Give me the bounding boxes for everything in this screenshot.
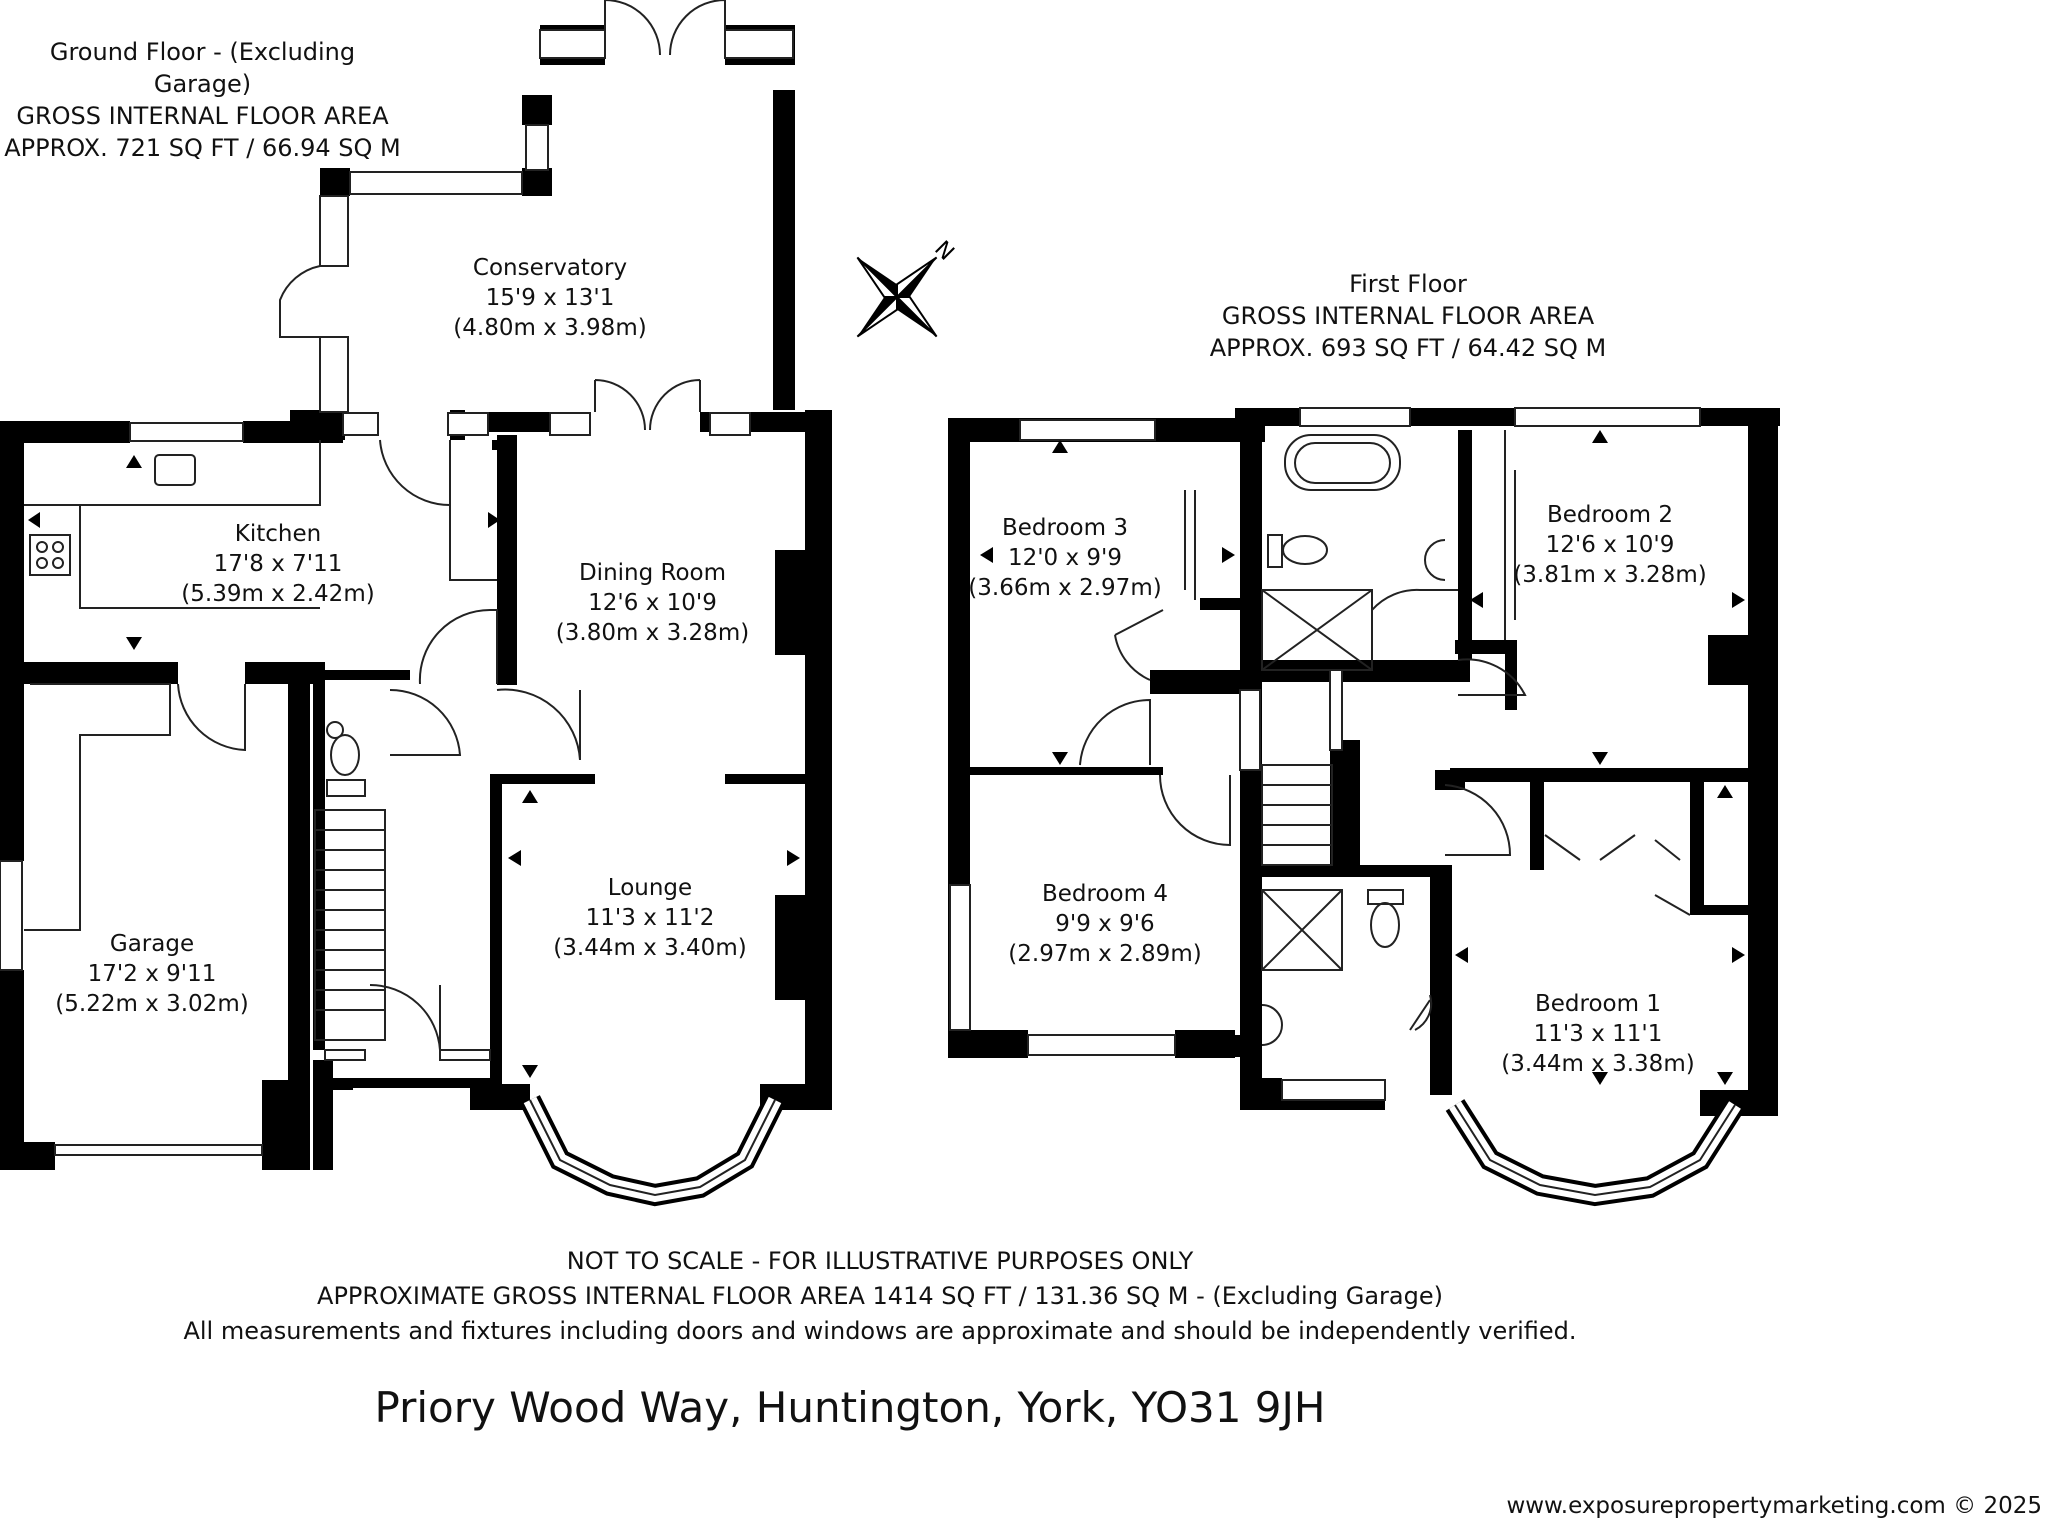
room-label-garage: Garage 17'2 x 9'11 (5.22m x 3.02m) [55, 931, 249, 1017]
property-address: Priory Wood Way, Huntington, York, YO31 … [374, 1383, 1326, 1432]
first-floor-area-value: APPROX. 693 SQ FT / 64.42 SQ M [1209, 334, 1607, 363]
disclaimer-total-area: APPROXIMATE GROSS INTERNAL FLOOR AREA 14… [317, 1282, 1443, 1310]
room-label-bedroom-4: Bedroom 4 9'9 x 9'6 (2.97m x 2.89m) [1008, 881, 1202, 967]
ground-floor-header: Ground Floor - (Excluding Garage) GROSS … [0, 36, 405, 165]
ground-floor-area-value: APPROX. 721 SQ FT / 66.94 SQ M [4, 134, 401, 163]
room-label-conservatory: Conservatory 15'9 x 13'1 (4.80m x 3.98m) [453, 255, 647, 341]
north-arrow-icon [856, 256, 938, 338]
website-credit: www.exposurepropertymarketing.com © 2025 [1506, 1493, 2042, 1519]
ground-floor-title: Ground Floor - (Excluding Garage) [49, 38, 356, 99]
room-label-bedroom-1: Bedroom 1 11'3 x 11'1 (3.44m x 3.38m) [1501, 991, 1695, 1077]
first-floor-area-heading: GROSS INTERNAL FLOOR AREA [1221, 302, 1595, 331]
disclaimer-not-to-scale: NOT TO SCALE - FOR ILLUSTRATIVE PURPOSES… [566, 1247, 1194, 1275]
room-label-bedroom-2: Bedroom 2 12'6 x 10'9 (3.81m x 3.28m) [1513, 502, 1707, 588]
first-floor-header: First Floor GROSS INTERNAL FLOOR AREA AP… [1158, 268, 1658, 364]
room-label-bedroom-3: Bedroom 3 12'0 x 9'9 (3.66m x 2.97m) [968, 515, 1162, 601]
ground-floor-area-heading: GROSS INTERNAL FLOOR AREA [16, 102, 389, 131]
room-label-lounge: Lounge 11'3 x 11'2 (3.44m x 3.40m) [553, 875, 747, 961]
room-label-dining-room: Dining Room 12'6 x 10'9 (3.80m x 3.28m) [555, 560, 750, 646]
room-label-kitchen: Kitchen 17'8 x 7'11 (5.39m x 2.42m) [181, 521, 375, 607]
disclaimer-measurements: All measurements and fixtures including … [183, 1317, 1577, 1345]
first-floor-title: First Floor [1349, 270, 1467, 298]
